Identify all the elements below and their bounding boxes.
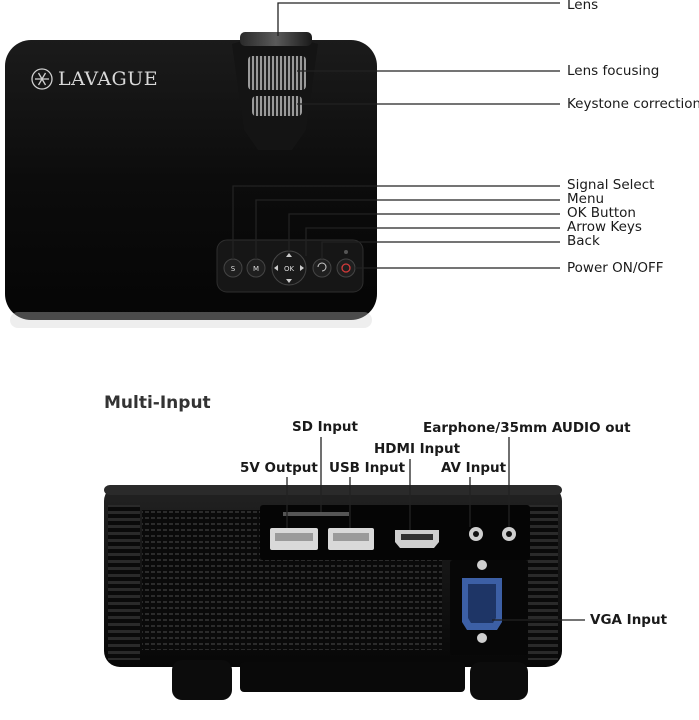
vga-port[interactable] — [462, 560, 502, 643]
label-lens: Lens — [567, 0, 599, 13]
vga-screw-top — [477, 560, 487, 570]
arrow-left-icon[interactable] — [274, 265, 278, 271]
label-menu: Menu — [567, 191, 605, 207]
label-signal-select: Signal Select — [567, 177, 655, 193]
control-panel: S M OK — [216, 239, 364, 293]
av-input-jack[interactable] — [469, 527, 483, 541]
arrow-right-icon[interactable] — [300, 265, 304, 271]
usb-5v-port[interactable] — [270, 528, 318, 550]
back-button[interactable] — [312, 258, 332, 278]
menu-key-label: M — [253, 265, 259, 273]
sd-card-slot[interactable] — [283, 512, 349, 516]
arrow-up-icon[interactable] — [286, 253, 292, 257]
label-vga-input: VGA Input — [590, 612, 668, 628]
label-hdmi-input: HDMI Input — [374, 441, 461, 457]
label-lens-focusing: Lens focusing — [567, 63, 660, 79]
power-led — [344, 250, 348, 254]
label-ok-button: OK Button — [567, 205, 636, 221]
power-icon — [341, 263, 351, 273]
back-icon — [317, 262, 327, 272]
brand-logo-text: LAVAGUE — [58, 68, 159, 90]
label-5v-output: 5V Output — [240, 460, 318, 476]
label-earphone: Earphone/35mm AUDIO out — [423, 420, 631, 436]
label-usb-input: USB Input — [329, 460, 406, 476]
signal-select-button[interactable]: S — [223, 258, 243, 278]
ok-key-label: OK — [284, 265, 295, 273]
arrow-down-icon[interactable] — [286, 279, 292, 283]
leader-lines — [232, 2, 585, 621]
label-keystone-correction: Keystone correction — [567, 96, 699, 112]
menu-button[interactable]: M — [246, 258, 266, 278]
keystone-ring[interactable] — [252, 96, 302, 116]
label-arrow-keys: Arrow Keys — [567, 219, 642, 235]
label-back: Back — [567, 233, 600, 249]
label-power: Power ON/OFF — [567, 260, 664, 276]
lens-assembly — [232, 32, 318, 150]
earphone-jack[interactable] — [502, 527, 516, 541]
arrow-pad[interactable]: OK — [271, 250, 307, 286]
power-button[interactable] — [336, 250, 356, 278]
projector-rear-body — [104, 485, 562, 700]
hdmi-port[interactable] — [395, 530, 439, 548]
logo-icon — [31, 68, 53, 90]
vga-screw-bottom — [477, 633, 487, 643]
signal-select-key-label: S — [231, 265, 236, 273]
section-title-multi-input: Multi-Input — [104, 393, 211, 413]
label-av-input: AV Input — [441, 460, 507, 476]
usb-input-port[interactable] — [328, 528, 374, 550]
label-sd-input: SD Input — [292, 419, 358, 435]
lens-focus-ring[interactable] — [248, 56, 306, 90]
